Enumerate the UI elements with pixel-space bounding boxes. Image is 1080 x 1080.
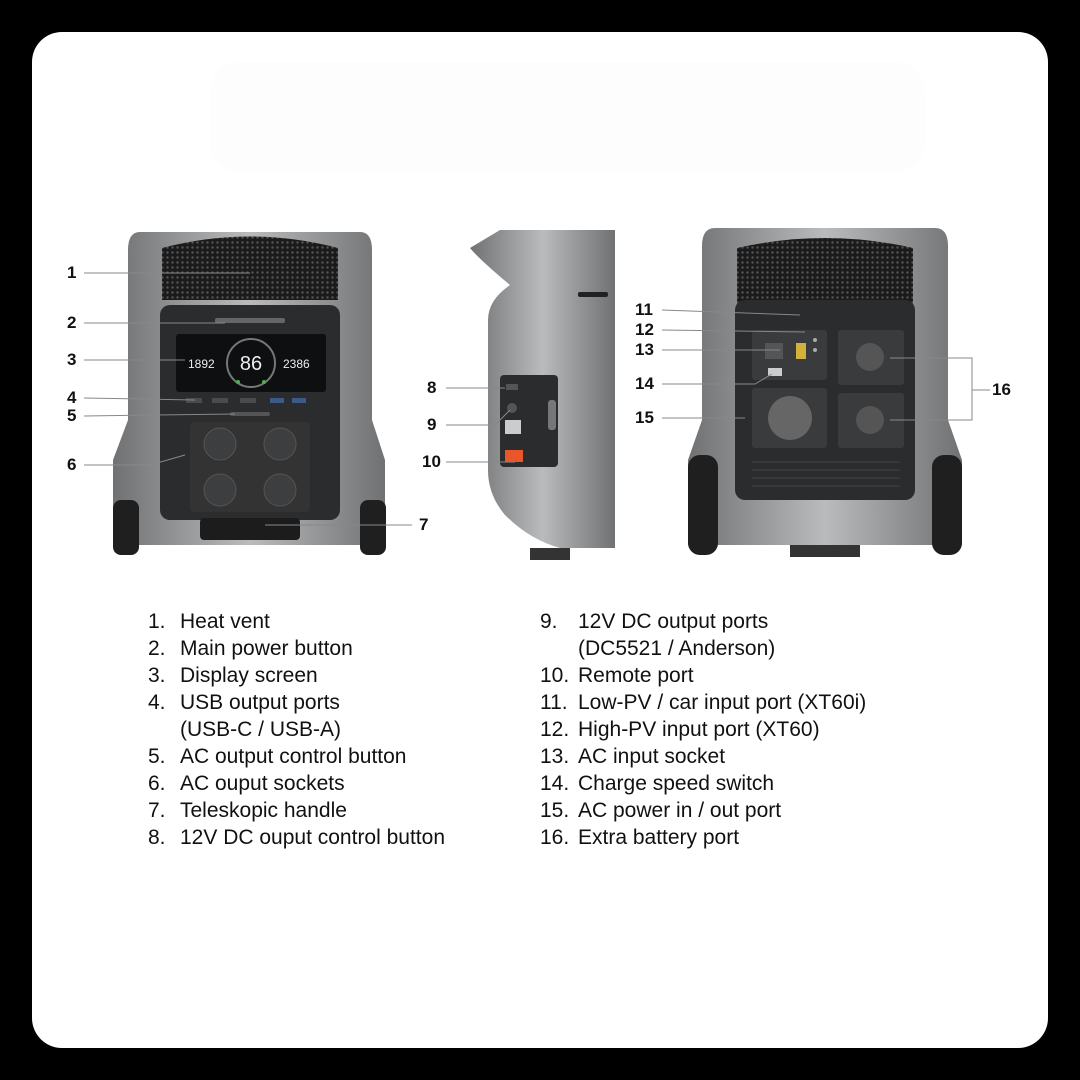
callout-4: 4 — [67, 388, 77, 407]
callout-7: 7 — [419, 515, 429, 534]
legend-text: AC ouput sockets — [180, 772, 345, 795]
callout-3: 3 — [67, 350, 77, 369]
legend-text: 12V DC output ports — [578, 610, 769, 633]
legend-item: 8. 12V DC ouput control button — [148, 824, 445, 851]
legend-item: 15. AC power in / out port — [540, 797, 866, 824]
callout-8: 8 — [427, 378, 437, 397]
callout-9: 9 — [427, 415, 437, 434]
legend-text: Main power button — [180, 637, 353, 660]
legend-text: AC output control button — [180, 745, 407, 768]
legend-number: 12. — [540, 718, 570, 741]
legend-number: 4. — [148, 691, 166, 714]
callout-13: 13 — [635, 340, 654, 359]
legend-item: 9. 12V DC output ports — [540, 608, 866, 635]
legend-item: 10. Remote port — [540, 662, 866, 689]
legend-item: 16. Extra battery port — [540, 824, 866, 851]
legend-number: 10. — [540, 664, 570, 687]
legend-right: 9. 12V DC output ports (DC5521 / Anderson)… — [540, 608, 866, 851]
legend-number: 9. — [540, 610, 558, 633]
legend-item: 5. AC output control button — [148, 743, 445, 770]
legend-item: 12. High-PV input port (XT60) — [540, 716, 866, 743]
legend-text: Heat vent — [180, 610, 270, 633]
legend-item: 14. Charge speed switch — [540, 770, 866, 797]
display-left-value: 1892 — [188, 357, 215, 371]
legend-number: 6. — [148, 772, 166, 795]
legend-text: USB output ports — [180, 691, 340, 714]
legend-number: 8. — [148, 826, 166, 849]
legend-text: AC power in / out port — [578, 799, 782, 822]
legend-number: 7. — [148, 799, 166, 822]
legend-item: 13. AC input socket — [540, 743, 866, 770]
legend-number: 11. — [540, 691, 568, 714]
legend-item: 7. Teleskopic handle — [148, 797, 445, 824]
legend-number: 15. — [540, 799, 570, 822]
legend-number: 2. — [148, 637, 166, 660]
callout-14: 14 — [635, 374, 654, 393]
callout-12: 12 — [635, 320, 654, 339]
callout-15: 15 — [635, 408, 654, 427]
legend-item: 3. Display screen — [148, 662, 445, 689]
front-view: 86 1892 2386 — [113, 232, 386, 555]
callout-6: 6 — [67, 455, 77, 474]
faded-banner — [210, 62, 925, 172]
display-center-value: 86 — [240, 353, 262, 375]
legend-item: 11. Low-PV / car input port (XT60i) — [540, 689, 866, 716]
legend-number: 1. — [148, 610, 166, 633]
callout-11: 11 — [635, 300, 653, 319]
callout-10: 10 — [422, 452, 441, 471]
callout-16: 16 — [992, 380, 1011, 399]
legend-text: Low-PV / car input port (XT60i) — [578, 691, 867, 714]
callout-5: 5 — [67, 406, 77, 425]
legend-item: 1. Heat vent — [148, 608, 445, 635]
legend-text: (DC5521 / Anderson) — [578, 637, 776, 660]
legend-number: 3. — [148, 664, 166, 687]
callout-1: 1 — [67, 263, 77, 282]
legend-text: Display screen — [180, 664, 318, 687]
legend-number: 16. — [540, 826, 570, 849]
legend-item: 6. AC ouput sockets — [148, 770, 445, 797]
legend-number: 14. — [540, 772, 570, 795]
legend-text: AC input socket — [578, 745, 726, 768]
legend-item: 2. Main power button — [148, 635, 445, 662]
legend-text: Extra battery port — [578, 826, 740, 849]
legend-left: 1. Heat vent 2. Main power button 3. Display … — [148, 608, 445, 851]
legend-text: 12V DC ouput control button — [180, 826, 446, 849]
legend-text: Remote port — [578, 664, 694, 687]
back-view — [688, 228, 962, 557]
legend-item: 4. USB output ports — [148, 689, 445, 716]
legend-text: Teleskopic handle — [180, 799, 347, 822]
legend-text: (USB-C / USB-A) — [180, 718, 342, 741]
legend-item: (USB-C / USB-A) — [148, 716, 445, 743]
callout-2: 2 — [67, 313, 77, 332]
side-view — [470, 230, 615, 560]
legend-text: Charge speed switch — [578, 772, 775, 795]
legend-number: 13. — [540, 745, 570, 768]
legend-number: 5. — [148, 745, 166, 768]
legend-item: (DC5521 / Anderson) — [540, 635, 866, 662]
display-right-value: 2386 — [283, 357, 310, 371]
callout-lines — [83, 272, 990, 526]
legend-text: High-PV input port (XT60) — [578, 718, 820, 741]
